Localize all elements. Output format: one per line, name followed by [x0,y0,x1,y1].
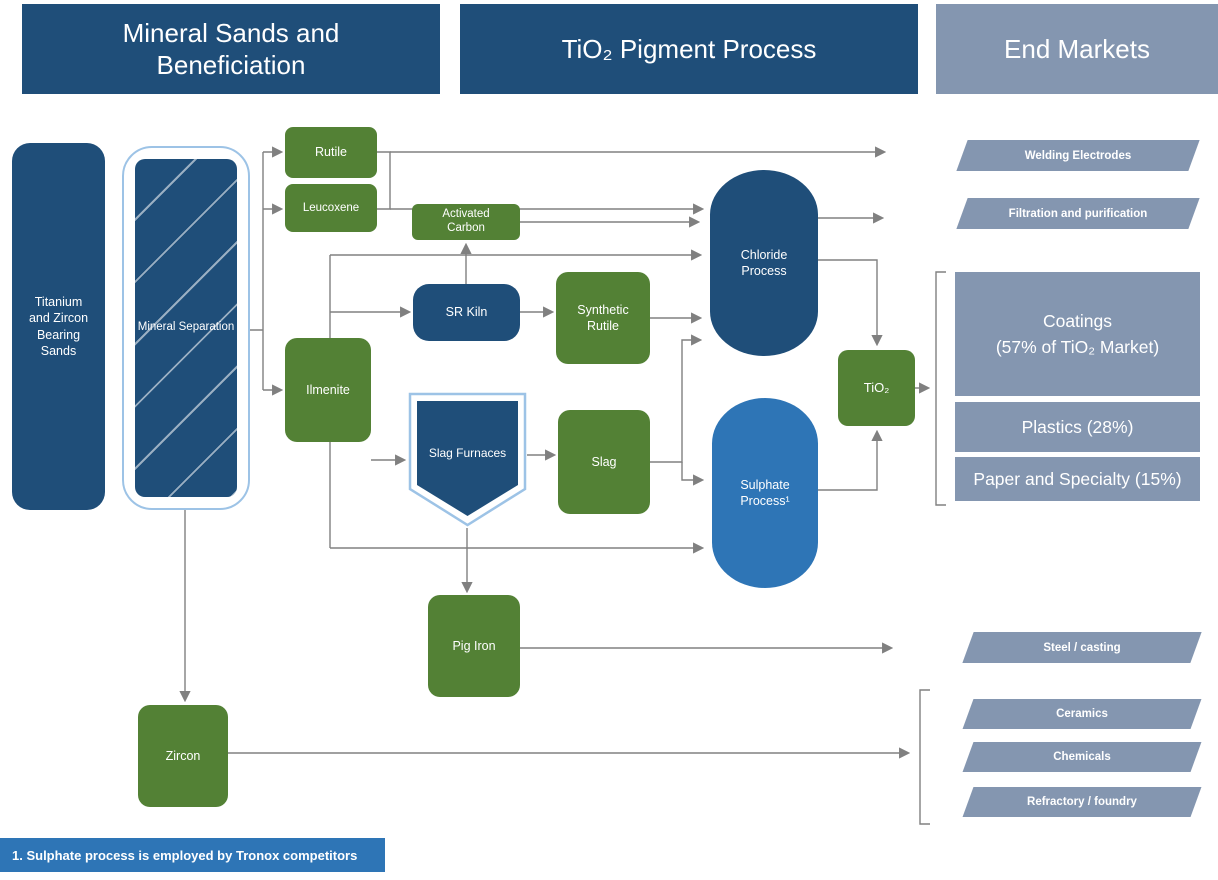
tio2-node: TiO₂ [838,350,915,426]
market-refractory-label: Refractory / foundry [1027,796,1137,808]
pig-iron-node: Pig Iron [428,595,520,697]
mineral-separation-node: Mineral Separation [122,146,250,510]
leucoxene-node: Leucoxene [285,184,377,232]
market-ceramics: Ceramics [962,699,1202,729]
slag-furnaces-node: Slag Furnaces [408,392,527,528]
header-mineral-sands: Mineral Sands and Beneficiation [22,4,440,94]
sulphate-process-node: Sulphate Process¹ [712,398,818,588]
market-chemicals-label: Chemicals [1053,751,1111,763]
arrow-chloride-to-tio2 [818,259,883,347]
market-coatings: Coatings (57% of TiO₂ Market) [955,272,1200,396]
rutile-node: Rutile [285,127,377,178]
ilmenite-node: Ilmenite [285,338,371,442]
market-coatings-line1: Coatings [1042,310,1113,331]
mineral-separation-label: Mineral Separation [135,159,237,497]
market-filtration-label: Filtration and purification [1008,207,1148,220]
arrow-slag-to-sulphate [681,462,705,486]
slag-furnaces-label: Slag Furnaces [428,446,507,461]
market-welding-label: Welding Electrodes [1024,149,1132,162]
synthetic-rutile-node: Synthetic Rutile [556,272,650,364]
sr-kiln-node: SR Kiln [413,284,520,341]
market-plastics: Plastics (28%) [955,402,1200,452]
market-filtration: Filtration and purification [956,198,1200,229]
shield-shape [408,392,527,527]
header-pigment-process: TiO₂ Pigment Process [460,4,918,94]
titanium-sands-node: Titanium and Zircon Bearing Sands [12,143,105,510]
market-chemicals: Chemicals [962,742,1202,772]
ceramics-group-bracket [919,689,930,825]
header-end-markets: End Markets [936,4,1218,94]
arrow-sulphate-to-tio2 [818,429,883,491]
arrow-slag-to-chloride [650,334,703,463]
market-ceramics-label: Ceramics [1056,708,1108,720]
chloride-process-node: Chloride Process [710,170,818,356]
market-coatings-line2: (57% of TiO₂ Market) [995,337,1160,357]
coatings-group-bracket [935,271,946,506]
connector-lines [250,151,391,548]
market-paper: Paper and Specialty (15%) [955,457,1200,501]
market-refractory: Refractory / foundry [962,787,1202,817]
zircon-node: Zircon [138,705,228,807]
activated-carbon-node: Activated Carbon [412,204,520,240]
market-steel-label: Steel / casting [1043,641,1121,654]
slag-node: Slag [558,410,650,514]
market-welding: Welding Electrodes [956,140,1200,171]
footnote-sulphate: 1. Sulphate process is employed by Trono… [0,838,385,872]
market-steel: Steel / casting [962,632,1202,663]
